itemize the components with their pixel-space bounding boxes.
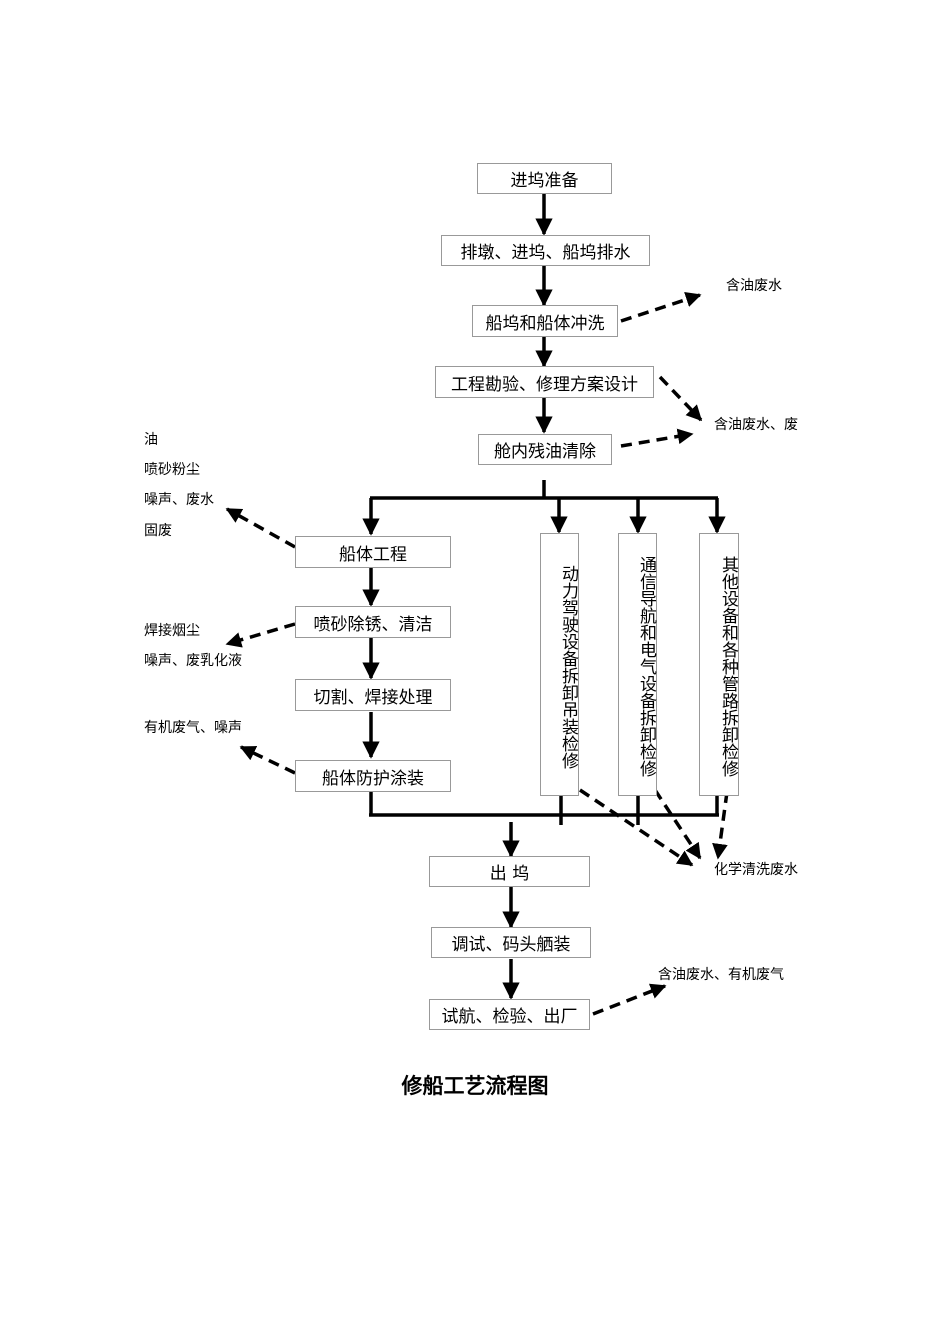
step-survey-design: 工程勘验、修理方案设计	[435, 366, 654, 398]
step-undocking: 出 坞	[429, 856, 590, 887]
emission-sand-fume: 焊接烟尘	[144, 623, 200, 639]
step-hull-coating: 船体防护涂装	[295, 760, 451, 792]
step-docking-drainage: 排墩、进坞、船坞排水	[441, 235, 650, 266]
emission-hull-dust: 喷砂粉尘	[144, 462, 200, 478]
emission-arrows	[225, 291, 729, 1016]
step-cutting-welding: 切割、焊接处理	[295, 679, 451, 711]
step-other-equipment: 其他设备和各种管路拆卸检修	[699, 533, 739, 796]
emission-hull-noise: 噪声、废水	[144, 492, 214, 508]
emission-trial: 含油废水、有机废气	[658, 967, 784, 983]
emission-coat: 有机废气、噪声	[144, 720, 242, 736]
step-comm-electrical: 通信导航和电气设备拆卸检修	[618, 533, 657, 796]
main-arrows	[362, 194, 726, 1000]
emission-wash: 含油废水	[726, 278, 782, 294]
step-hull-engineering: 船体工程	[295, 536, 451, 568]
emission-survey: 含油废水、废	[714, 417, 798, 433]
step-dock-prep: 进坞准备	[477, 163, 612, 194]
emission-chemical: 化学清洗废水	[714, 862, 798, 878]
step-debug-outfitting: 调试、码头舾装	[431, 927, 591, 958]
step-power-equipment: 动力驾驶设备拆卸吊装检修	[540, 533, 579, 796]
emission-hull-oil: 油	[144, 432, 158, 448]
step-dock-hull-wash: 船坞和船体冲洗	[472, 305, 618, 337]
step-sandblasting: 喷砂除锈、清洁	[295, 606, 451, 638]
step-residual-oil-removal: 舱内残油清除	[478, 434, 612, 465]
diagram-caption: 修船工艺流程图	[401, 1074, 549, 1098]
step-trial-delivery: 试航、检验、出厂	[429, 999, 590, 1030]
emission-hull-solid: 固废	[144, 523, 172, 539]
emission-sand-noise: 噪声、废乳化液	[144, 653, 242, 669]
